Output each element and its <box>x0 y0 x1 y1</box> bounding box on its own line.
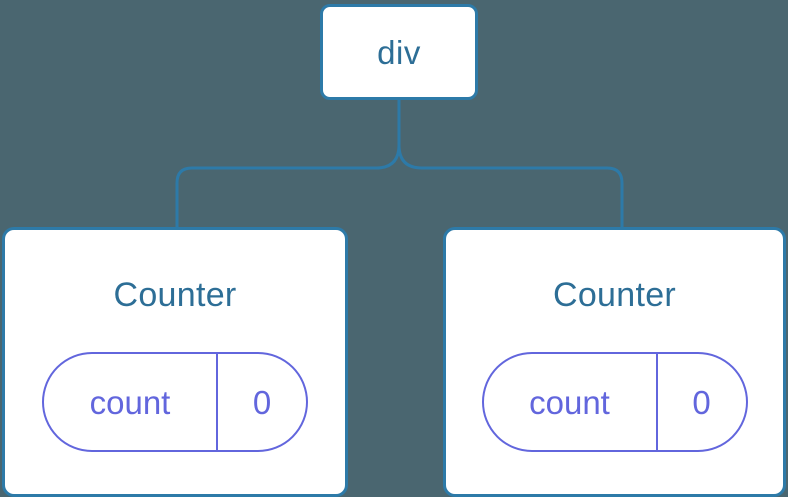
component-card-counter-2[interactable]: Counter count 0 <box>443 227 786 497</box>
root-node-label: div <box>377 33 421 71</box>
state-key-label: count <box>44 354 218 450</box>
state-pill[interactable]: count 0 <box>481 352 748 452</box>
component-title: Counter <box>113 276 237 314</box>
component-card-counter-1[interactable]: Counter count 0 <box>2 227 348 497</box>
state-value-label: 0 <box>252 383 272 421</box>
state-pill[interactable]: count 0 <box>42 352 308 452</box>
connector-to-right-child <box>397 144 624 227</box>
connector-to-left-child <box>175 100 401 227</box>
state-value-label: 0 <box>692 383 711 421</box>
state-key-label: count <box>484 354 658 450</box>
component-title: Counter <box>552 276 677 314</box>
root-node-div[interactable]: div <box>320 4 478 100</box>
